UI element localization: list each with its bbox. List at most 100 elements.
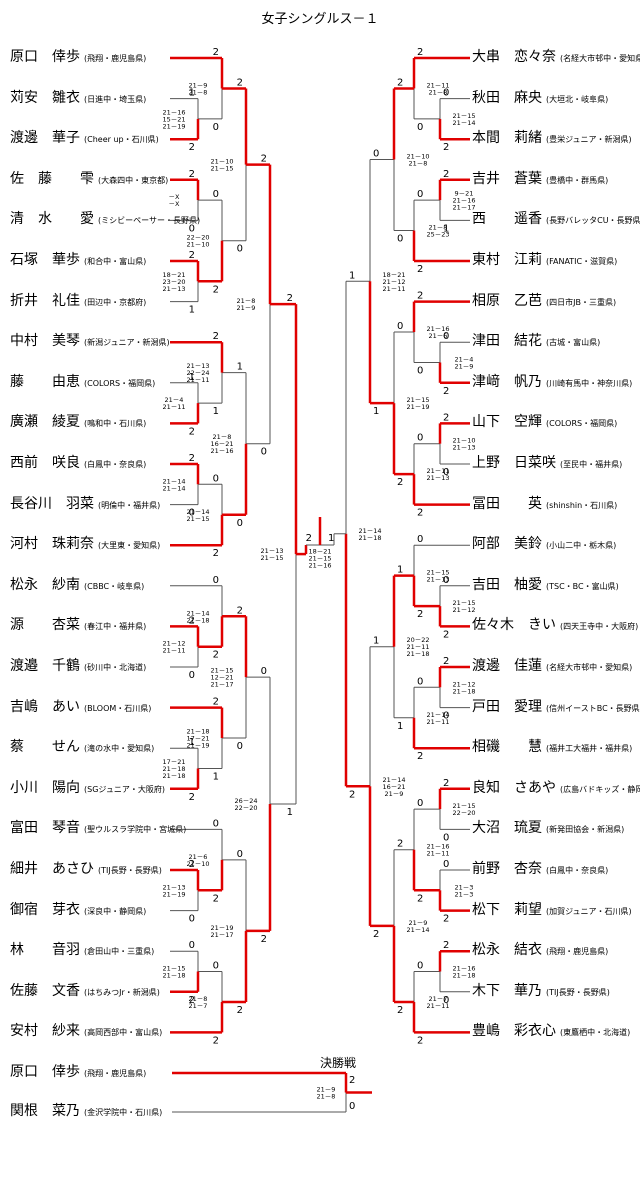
player-affiliation: (大垣北・岐阜県) <box>546 94 609 104</box>
set-score: 21－16 <box>162 108 185 116</box>
player-entry: 大沼 琉夏(新発田協会・新潟県) <box>472 817 624 837</box>
match-result: 2 <box>397 77 403 88</box>
match-result: 2 <box>189 792 195 803</box>
player-name: 折井 礼佳 <box>10 292 80 309</box>
match-result: 1 <box>373 636 379 647</box>
match-result: 0 <box>443 331 449 342</box>
set-score: 21－3 <box>455 883 474 891</box>
player-entry: 戸田 愛理(信州イーストBC・長野県) <box>472 696 640 716</box>
player-affiliation: (飛翔・鹿児島県) <box>84 1069 147 1078</box>
set-score: 20－22 <box>406 636 429 644</box>
player-affiliation: (COLORS・福岡県) <box>546 419 618 429</box>
match-result: 1 <box>189 372 195 383</box>
match-result: 0 <box>417 122 423 133</box>
match-result: 0 <box>237 518 243 529</box>
player-affiliation: (至民中・福井県) <box>560 460 623 469</box>
match-result: 2 <box>417 893 423 904</box>
set-score: 21－15 <box>426 569 449 577</box>
match-result: 2 <box>213 331 219 342</box>
player-name: 大沼 琉夏 <box>472 820 542 837</box>
set-score: 21－13 <box>426 576 449 584</box>
player-entry: 廣瀬 綾夏(鳴和中・石川県) <box>10 411 146 431</box>
player-name: 渡邊 佳蓮 <box>472 658 542 674</box>
set-score: 21－9 <box>317 1086 336 1094</box>
player-name: 吉井 蒼葉 <box>472 170 542 187</box>
player-name: 苅安 雛衣 <box>10 89 80 106</box>
player-entry: 津﨑 帆乃(川崎有馬中・神奈川県) <box>472 371 632 391</box>
player-name: 上野 日菜咲 <box>472 455 556 471</box>
player-affiliation: (古城・富山県) <box>546 338 601 348</box>
player-affiliation: (飛翔・鹿児島県) <box>546 947 609 957</box>
player-entry: 源 杏菜(春江中・福井県) <box>10 614 146 634</box>
match-result: 0 <box>349 1101 355 1112</box>
set-score: 21－12 <box>452 680 475 688</box>
player-affiliation: (長野バレッタCU・長野県) <box>546 216 640 226</box>
player-entry: 本間 莉緒(豊栄ジュニア・新潟県) <box>472 127 632 147</box>
match-result: 0 <box>189 914 195 925</box>
match-result: 1 <box>397 565 403 576</box>
player-affiliation: (大森四中・東京都) <box>98 175 169 185</box>
player-entry: 松永 紗南(CBBC・岐阜県) <box>10 574 144 594</box>
player-name: 相磯 慧 <box>472 739 542 756</box>
match-result: 0 <box>443 467 449 478</box>
player-name: 細井 あさひ <box>10 861 94 877</box>
match-result: 0 <box>373 149 379 160</box>
match-result: 0 <box>443 711 449 722</box>
player-name: 津田 結花 <box>472 333 542 350</box>
player-name: 渡邊 華子 <box>10 130 80 147</box>
set-score: 21－17 <box>452 204 475 212</box>
player-affiliation: (高岡西部中・富山県) <box>84 1028 163 1038</box>
player-entry: 吉嶋 あい(BLOOM・石川県) <box>10 696 151 716</box>
match-result: 0 <box>417 798 423 809</box>
set-score: 22－20 <box>186 234 209 242</box>
set-score: 21－19 <box>406 403 429 411</box>
set-score: 21－6 <box>189 853 208 861</box>
set-score: 21－7 <box>429 995 448 1003</box>
match-result: 0 <box>261 447 267 458</box>
match-result: 1 <box>237 362 243 373</box>
set-score: 21－14 <box>162 484 185 492</box>
set-score: 21－8 <box>429 88 448 96</box>
player-name: 阿部 美鈴 <box>472 536 542 553</box>
match-result: 0 <box>417 189 423 200</box>
player-entry: 富田 琴音(聖ウルスラ学院中・宮城県) <box>10 817 186 837</box>
match-result: 2 <box>417 47 423 58</box>
player-affiliation: (CBBC・岐阜県) <box>84 581 145 591</box>
player-entry: 蔡 せん(滝の水中・愛知県) <box>10 736 154 756</box>
player-entry: 西前 咲良(白鳳中・奈良県) <box>10 452 146 472</box>
set-score: 9－21 <box>455 190 474 198</box>
set-score: 22－20 <box>234 804 257 812</box>
match-result: 2 <box>213 697 219 708</box>
player-affiliation: (春江中・福井県) <box>84 622 147 632</box>
set-score: 21－15 <box>186 515 209 523</box>
player-entry: 原口 倖歩(飛翔・鹿児島県) <box>10 46 146 66</box>
match-result: 1 <box>189 305 195 316</box>
player-entry: 松永 結衣(飛翔・鹿児島県) <box>472 939 608 959</box>
player-affiliation: (深良中・静岡県) <box>84 906 147 916</box>
player-entry: 河村 珠莉奈(大里東・愛知県) <box>10 533 160 553</box>
player-affiliation: (名経大市邨中・愛知県) <box>560 54 640 63</box>
set-score: 21－15 <box>210 165 233 173</box>
set-score: 21－14 <box>382 776 405 784</box>
set-score: 22－20 <box>452 809 475 817</box>
set-score: 21－8 <box>409 160 428 168</box>
set-score: 21－8 <box>189 995 208 1003</box>
match-result: 2 <box>443 169 449 180</box>
player-name: 安村 紗来 <box>10 1023 80 1040</box>
player-name: 本間 莉緒 <box>472 130 542 147</box>
match-result: 2 <box>189 859 195 870</box>
player-entry: 秋田 麻央(大垣北・岐阜県) <box>472 87 608 107</box>
player-name: 藤 由恵 <box>10 373 80 390</box>
player-entry: 東村 江莉(FANATIC・滋賀県) <box>472 249 617 269</box>
set-score: 21－16 <box>308 562 331 570</box>
player-entry: 上野 日菜咲 (至民中・福井県) <box>472 452 622 472</box>
player-name: 長谷川 羽菜 <box>10 495 94 512</box>
match-result: 2 <box>349 789 355 800</box>
match-result: 0 <box>189 223 195 234</box>
set-score: 21－9 <box>385 790 404 798</box>
match-result: 2 <box>213 650 219 661</box>
match-result: 1 <box>328 533 334 544</box>
match-result: 1 <box>213 772 219 783</box>
set-score: 21－4 <box>455 356 474 364</box>
player-entry: 山下 空輝(COLORS・福岡県) <box>472 411 617 431</box>
